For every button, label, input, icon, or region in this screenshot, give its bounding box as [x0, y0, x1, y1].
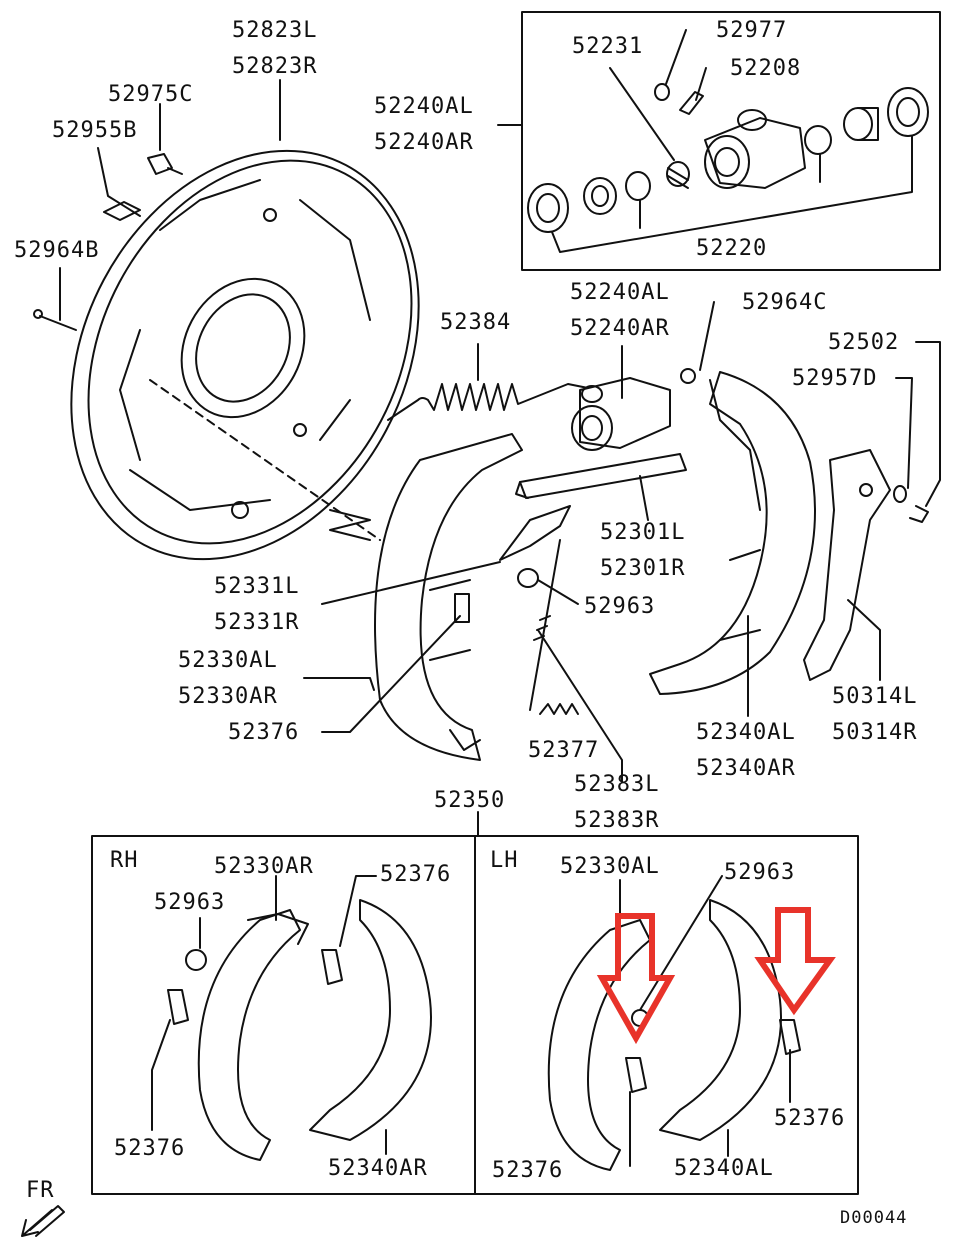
- brake-shoe-right-main: [649, 368, 816, 695]
- adjuster-52301: [515, 453, 687, 499]
- label-50314L: 50314L: [832, 684, 918, 709]
- label-52208: 52208: [730, 56, 802, 81]
- label-52301R: 52301R: [600, 556, 686, 581]
- label-rh-52376-bottom: 52376: [114, 1136, 186, 1161]
- wheel-cylinder-assembly: [571, 377, 671, 451]
- label-rh-52340AR: 52340AR: [328, 1156, 428, 1181]
- label-52383L: 52383L: [574, 772, 660, 797]
- highlight-arrow-left: [596, 913, 676, 1045]
- label-52377: 52377: [528, 738, 600, 763]
- label-lh-52376-right: 52376: [774, 1106, 846, 1131]
- label-52231: 52231: [572, 34, 644, 59]
- label-rh-52330AR: 52330AR: [214, 854, 314, 879]
- label-lh: LH: [490, 848, 519, 873]
- label-52964B: 52964B: [14, 238, 100, 263]
- label-52957D: 52957D: [792, 366, 878, 391]
- parking-lever-50314: [803, 449, 891, 681]
- label-52330AR: 52330AR: [178, 684, 278, 709]
- label-52350: 52350: [434, 788, 506, 813]
- label-52240AR-top: 52240AR: [374, 130, 474, 155]
- front-arrow-icon: [21, 1205, 65, 1237]
- label-52823L: 52823L: [232, 18, 318, 43]
- highlight-arrow-right: [754, 907, 836, 1016]
- label-52340AL: 52340AL: [696, 720, 796, 745]
- label-lh-52330AL: 52330AL: [560, 854, 660, 879]
- spring-52384: [387, 383, 589, 421]
- label-lh-52963: 52963: [724, 860, 796, 885]
- label-52964C: 52964C: [742, 290, 828, 315]
- label-52975C: 52975C: [108, 82, 194, 107]
- label-52977: 52977: [716, 18, 788, 43]
- label-52240AL-top: 52240AL: [374, 94, 474, 119]
- label-52963: 52963: [584, 594, 656, 619]
- label-rh-52376-top: 52376: [380, 862, 452, 887]
- label-52331R: 52331R: [214, 610, 300, 635]
- label-52823R: 52823R: [232, 54, 318, 79]
- label-52330AL: 52330AL: [178, 648, 278, 673]
- label-lh-52376-bottom: 52376: [492, 1158, 564, 1183]
- label-50314R: 50314R: [832, 720, 918, 745]
- label-52384: 52384: [440, 310, 512, 335]
- label-rh-52963: 52963: [154, 890, 226, 915]
- label-rh: RH: [110, 848, 139, 873]
- backing-plate: [70, 149, 420, 561]
- label-52240AR-mid: 52240AR: [570, 316, 670, 341]
- label-52220: 52220: [696, 236, 768, 261]
- label-lh-52340AL: 52340AL: [674, 1156, 774, 1181]
- label-52301L: 52301L: [600, 520, 686, 545]
- wheel-cylinder-exploded-parts: [527, 83, 929, 233]
- label-52240AL-mid: 52240AL: [570, 280, 670, 305]
- diagram-code: D00044: [840, 1208, 908, 1228]
- label-52502: 52502: [828, 330, 900, 355]
- wheel-cylinder-inset-box: [521, 11, 941, 271]
- label-52331L: 52331L: [214, 574, 300, 599]
- label-52955B: 52955B: [52, 118, 138, 143]
- label-52376: 52376: [228, 720, 300, 745]
- brake-shoe-left-main: [374, 433, 523, 761]
- label-52383R: 52383R: [574, 808, 660, 833]
- lh-shoe-set: [547, 899, 801, 1171]
- label-fr: FR: [26, 1178, 55, 1203]
- label-52340AR: 52340AR: [696, 756, 796, 781]
- rh-shoe-set: [167, 899, 432, 1161]
